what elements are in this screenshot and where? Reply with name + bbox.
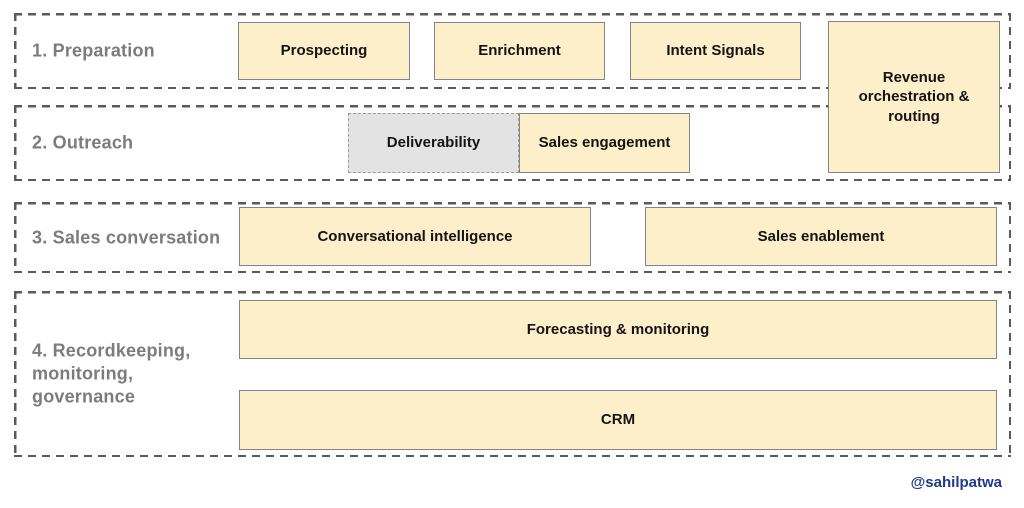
stage-label-recordkeeping: 4. Recordkeeping, monitoring, governance — [32, 340, 191, 407]
stage-label-preparation: 1. Preparation — [32, 40, 155, 61]
box-revenue-orchestration-routing: Revenue orchestration & routing — [828, 21, 1000, 173]
box-sales-enablement: Sales enablement — [645, 207, 997, 266]
box-sales-engagement: Sales engagement — [519, 113, 690, 173]
box-intent-signals: Intent Signals — [630, 22, 801, 80]
box-forecasting-monitoring: Forecasting & monitoring — [239, 300, 997, 359]
stage-label-outreach: 2. Outreach — [32, 132, 134, 153]
box-conversational-intelligence: Conversational intelligence — [239, 207, 591, 266]
attribution-handle: @sahilpatwa — [910, 474, 1002, 491]
box-deliverability: Deliverability — [348, 113, 519, 173]
box-crm: CRM — [239, 390, 997, 450]
box-enrichment: Enrichment — [434, 22, 605, 80]
stage-label-sales-conversation: 3. Sales conversation — [32, 227, 221, 248]
box-prospecting: Prospecting — [238, 22, 410, 80]
